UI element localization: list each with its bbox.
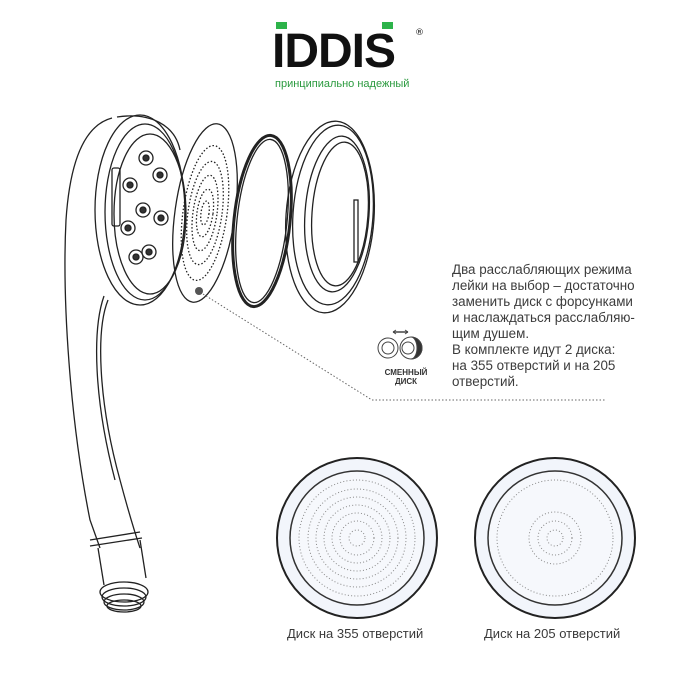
description-line: щим душем. — [452, 326, 530, 341]
shower-head-body-icon — [94, 114, 187, 306]
logo-wordmark: IDDIS — [272, 25, 396, 78]
description-line: заменить диск с форсунками — [452, 294, 633, 309]
disc-205-icon — [474, 457, 636, 619]
description-line: Два расслабляющих режима — [452, 262, 632, 277]
badge-label-line: ДИСК — [394, 377, 418, 386]
logo-dot-accent — [382, 22, 393, 29]
description-line: лейки на выбор – достаточно — [452, 278, 635, 293]
brand-logo: IDDIS ® принципиально надежный — [272, 20, 424, 90]
o-ring-icon — [231, 133, 293, 309]
description-line: на 355 отверстий и на 205 — [452, 358, 616, 373]
description-line: В комплекте идут 2 диска: — [452, 342, 616, 357]
brand-tagline: принципиально надежный — [275, 78, 410, 90]
feature-description: Два расслабляющих режима лейки на выбор … — [452, 262, 682, 390]
description-line: отверстий. — [452, 374, 519, 389]
disc-355-icon — [276, 457, 438, 619]
disc-355-caption: Диск на 355 отверстий — [287, 626, 424, 641]
logo-dot-accent — [276, 22, 287, 29]
disc-205-caption: Диск на 205 отверстий — [484, 626, 621, 641]
badge-label-line: СМЕННЫЙ — [384, 368, 428, 377]
retaining-ring-icon — [284, 120, 376, 314]
swap-disc-icon — [377, 329, 423, 360]
registered-mark: ® — [415, 28, 424, 38]
swap-disc-label: СМЕННЫЙ ДИСК — [376, 368, 436, 386]
shower-handle-icon — [64, 115, 181, 613]
description-line: и наслаждаться расслабляю- — [452, 310, 635, 325]
